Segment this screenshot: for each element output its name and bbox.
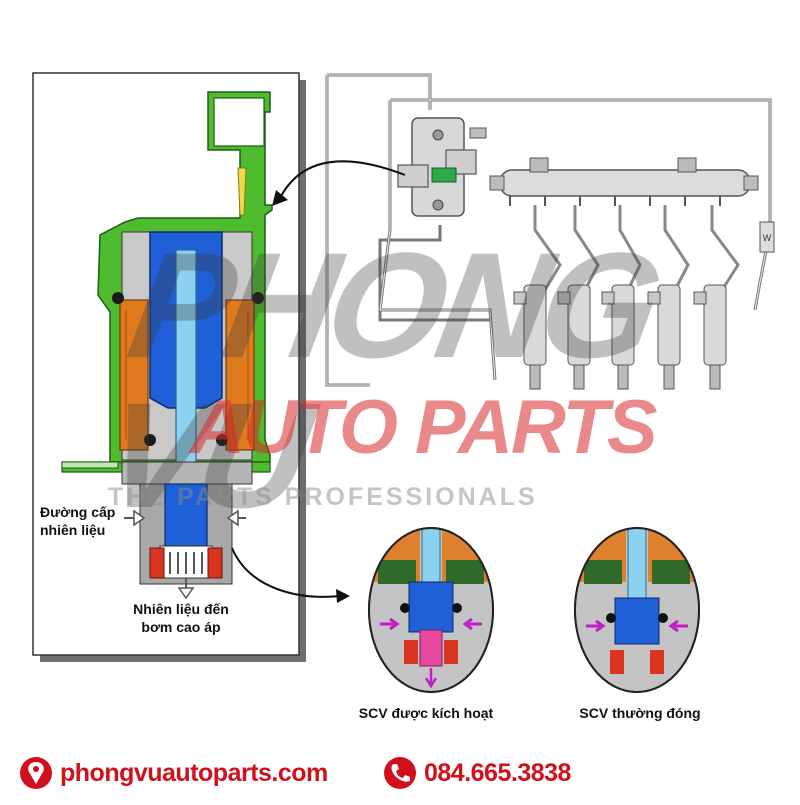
label-scv-normally-closed: SCV thường đóng [579, 705, 701, 721]
injector-3 [601, 284, 635, 390]
injector-5 [693, 284, 727, 390]
detail-scv-closed [574, 527, 700, 693]
injector-1 [513, 284, 547, 390]
label-fuel-to-pump: Nhiên liệu đến bơm cao áp [133, 601, 229, 635]
detail-scv-activated [368, 527, 494, 693]
coil-left [119, 299, 149, 451]
coil-right [225, 299, 255, 451]
injector-pipes [533, 205, 740, 291]
label-scv-activated: SCV được kích hoạt [358, 705, 494, 721]
callout-arrow-top [272, 160, 406, 206]
inlet-arrow-left [124, 509, 146, 527]
footer-phone-link[interactable]: 084.665.3838 [424, 759, 571, 787]
common-rail [489, 157, 759, 206]
pressure-limiter: W [759, 221, 775, 253]
label-fuel-feed-line: Đường cấp nhiên liệu [40, 504, 116, 538]
shaft [175, 249, 197, 483]
injector-4 [647, 284, 681, 390]
valve-piston [164, 483, 208, 547]
outlet-arrow-down [177, 578, 195, 600]
callout-arrow-bottom [231, 547, 350, 603]
inlet-arrow-right [226, 509, 246, 527]
map-pin-icon [20, 757, 52, 789]
phone-icon [384, 757, 416, 789]
supply-pump [397, 117, 487, 217]
footer-website-link[interactable]: phongvuautoparts.com [60, 759, 328, 787]
injector-2 [557, 284, 591, 390]
scv-main-section [61, 91, 273, 585]
svg-text:W: W [763, 233, 772, 243]
